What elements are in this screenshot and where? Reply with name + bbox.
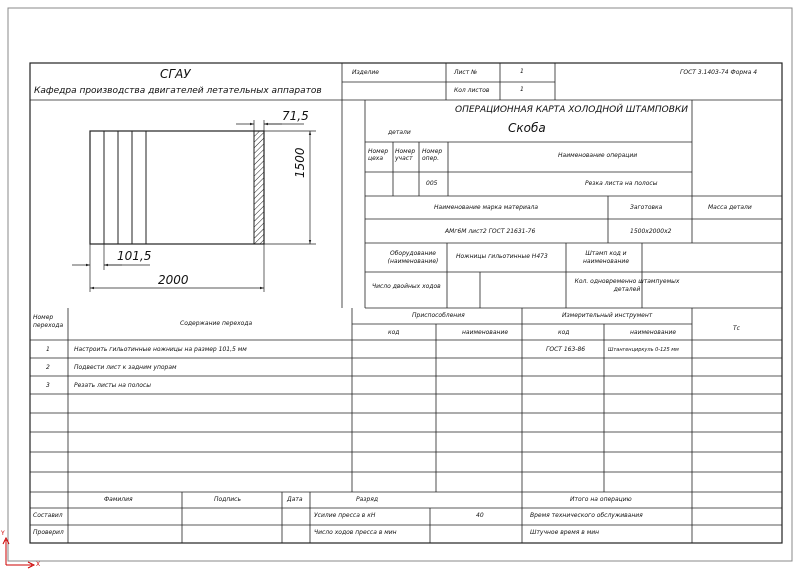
material-value: АМг6М лист2 ГОСТ 21631-76	[445, 228, 536, 235]
sostavil-label: Составил	[33, 512, 63, 519]
shop-no-label: Номер цеха	[368, 148, 389, 163]
row-text: Резать листы на полосы	[74, 382, 151, 389]
gost-form: ГОСТ 3.1403-74 Форма 4	[680, 69, 758, 76]
op-name-label: Наименование операции	[558, 152, 638, 159]
equipment-label: Оборудование (наименование)	[387, 250, 439, 265]
axis-y-label: Y	[1, 530, 5, 537]
signature-label: Подпись	[214, 496, 241, 503]
shtamp-label: Штамп код и наименование	[582, 250, 630, 265]
zagotovka-label: Заготовка	[630, 204, 663, 211]
details-per-stamp-label: Кол. одновременно штампуемых деталей	[574, 278, 680, 293]
row-measuring-code: ГОСТ 163-86	[546, 346, 586, 353]
row-text: Подвести лист к задним упорам	[74, 364, 177, 371]
service-time-label: Время технического обслуживания	[530, 512, 643, 519]
form-frame	[29, 62, 783, 544]
zagotovka-value: 1500х2000х2	[630, 228, 672, 235]
card-title: ОПЕРАЦИОННАЯ КАРТА ХОЛОДНОЙ ШТАМПОВКИ	[455, 105, 688, 115]
op-name: Резка листа на полосы	[585, 180, 658, 187]
row-num: 3	[46, 382, 50, 389]
piece-time-label: Штучное время в мин	[530, 529, 600, 536]
tc-label: Тс	[733, 325, 740, 332]
detail-name: Скоба	[508, 121, 546, 135]
equipment-value: Ножницы гильотинные Н473	[456, 253, 548, 260]
dim-top: 71,5	[282, 109, 309, 123]
kol-listov-value: 1	[520, 86, 524, 93]
date-label: Дата	[287, 496, 303, 503]
measuring-name-label: наименование	[630, 329, 677, 336]
total-label: Итого на операцию	[570, 496, 632, 503]
dim-width: 2000	[158, 273, 189, 287]
section-no-label: Номер участ	[395, 148, 416, 163]
transition-num-label: Номер перехода	[33, 314, 64, 330]
row-text: Настроить гильотинные ножницы на размер …	[74, 346, 247, 353]
kol-listov-label: Кол листов	[454, 87, 490, 94]
proveril-label: Проверил	[33, 529, 64, 536]
fixture-name-label: наименование	[462, 329, 509, 336]
double-strokes-label: Число двойных ходов	[372, 283, 441, 290]
sheet-drawing	[72, 120, 316, 292]
fixtures-label: Приспособления	[412, 312, 465, 319]
dim-right: 1500	[293, 147, 307, 178]
dim-strip: 101,5	[117, 249, 152, 263]
izdelie-label: Изделие	[352, 69, 379, 76]
transition-content-label: Содержание перехода	[180, 320, 253, 327]
press-force-label: Усилие пресса в кН	[314, 512, 376, 519]
material-label: Наименование марка материала	[434, 204, 539, 211]
op-no-label: Номер опер.	[422, 148, 443, 163]
org-name: СГАУ	[160, 67, 191, 81]
axis-x-label: X	[36, 561, 41, 568]
department-name: Кафедра производства двигателей летатель…	[34, 86, 322, 96]
row-measuring-name: Штангенциркуль 0-125 мм	[608, 347, 679, 353]
row-num: 2	[46, 364, 50, 371]
strokes-label: Число ходов пресса в мин	[314, 529, 397, 536]
mass-label: Масса детали	[708, 204, 752, 211]
fixture-code-label: код	[388, 329, 400, 336]
press-force-value: 40	[476, 512, 484, 519]
measuring-code-label: код	[558, 329, 570, 336]
op-no: 005	[426, 180, 438, 187]
detail-label: детали	[388, 129, 411, 136]
list-value: 1	[520, 68, 524, 75]
list-label: Лист №	[454, 69, 478, 76]
axis-indicator	[2, 536, 36, 569]
measuring-label: Измерительный инструмент	[562, 312, 653, 319]
surname-label: Фамилия	[104, 496, 133, 503]
sheet-frame	[7, 7, 793, 562]
row-num: 1	[46, 346, 50, 353]
razryad-label: Разряд	[356, 496, 379, 503]
